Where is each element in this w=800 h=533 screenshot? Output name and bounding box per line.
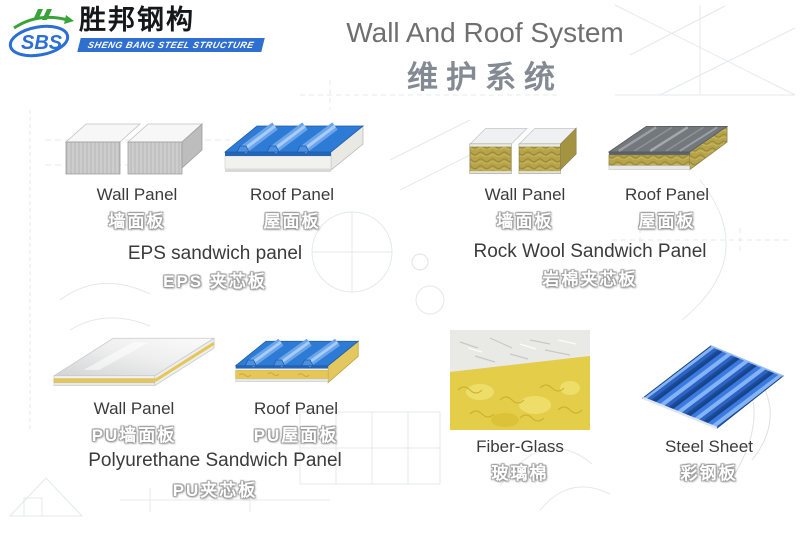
eps-wall-panel-figure: Wall Panel 墙面板	[58, 116, 216, 232]
logo-mark-text: SBS	[21, 32, 63, 54]
eps-section-title-en: EPS sandwich panel	[127, 243, 303, 264]
company-logo: SBS 胜邦钢构 SHENG BANG STEEL STRUCTURE	[8, 5, 265, 60]
eps-roof-panel-image	[216, 116, 368, 178]
eps-section-title-cn: EPS 夹芯板	[163, 272, 267, 291]
eps-roof-panel-label-cn: 屋面板	[263, 212, 321, 231]
pu-wall-panel-figure: Wall Panel PU墙面板	[48, 328, 220, 446]
steel-sheet-label-cn: 彩钢板	[680, 464, 738, 483]
rockwool-section-title-en: Rock Wool Sandwich Panel	[473, 241, 707, 262]
rockwool-wall-panel-label-cn: 墙面板	[496, 212, 554, 231]
steel-sheet-label-en: Steel Sheet	[665, 437, 753, 456]
eps-roof-panel-label-en: Roof Panel	[249, 185, 335, 204]
steel-sheet-figure: Steel Sheet 彩钢板	[630, 334, 788, 484]
rockwool-section-title-cn: 岩棉夹芯板	[542, 270, 638, 289]
pu-section-title-cn: PU夹芯板	[172, 481, 258, 500]
pu-roof-panel-image	[226, 328, 366, 392]
pu-roof-panel-label-cn: PU屋面板	[253, 426, 339, 445]
eps-wall-panel-label-cn: 墙面板	[108, 212, 166, 231]
rockwool-roof-panel-label-en: Roof Panel	[624, 185, 710, 204]
rockwool-roof-panel-figure: Roof Panel 屋面板	[594, 116, 740, 232]
eps-wall-panel-label-en: Wall Panel	[96, 185, 178, 204]
page-title-chinese: 维护系统	[407, 60, 563, 95]
eps-roof-panel-figure: Roof Panel 屋面板	[216, 116, 368, 232]
brand-name-chinese: 胜邦钢构	[79, 5, 195, 35]
brand-name-english: SHENG BANG STEEL STRUCTURE	[77, 37, 265, 52]
fiberglass-label-en: Fiber-Glass	[476, 437, 564, 456]
eps-wall-panel-image	[58, 116, 216, 178]
rockwool-wall-panel-label-en: Wall Panel	[484, 185, 566, 204]
rockwool-wall-panel-image	[452, 116, 598, 178]
page-title-english: Wall And Roof System	[346, 17, 624, 48]
pu-wall-panel-image	[48, 328, 220, 392]
rockwool-roof-panel-label-cn: 屋面板	[638, 212, 696, 231]
fiberglass-image	[448, 328, 592, 430]
steel-sheet-image	[630, 334, 788, 430]
logo-mark: SBS	[8, 9, 74, 58]
pu-section-title-en: Polyurethane Sandwich Panel	[88, 450, 342, 471]
pu-roof-panel-label-en: Roof Panel	[253, 399, 339, 418]
fiberglass-label-cn: 玻璃棉	[491, 464, 549, 483]
rockwool-roof-panel-image	[594, 116, 740, 178]
fiberglass-figure: Fiber-Glass 玻璃棉	[448, 328, 592, 484]
rockwool-wall-panel-figure: Wall Panel 墙面板	[452, 116, 598, 232]
pu-roof-panel-figure: Roof Panel PU屋面板	[226, 328, 366, 446]
pu-wall-panel-label-en: Wall Panel	[93, 399, 175, 418]
pu-wall-panel-label-cn: PU墙面板	[91, 426, 177, 445]
